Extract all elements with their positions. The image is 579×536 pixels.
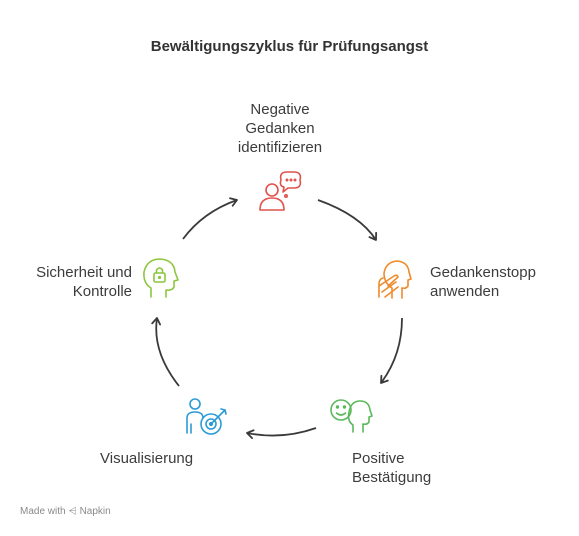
arrow-2-to-3 [380,317,403,384]
arrow-1-to-2 [317,199,378,241]
stop-hand-icon [378,260,412,299]
diagram-title: Bewältigungszyklus für Prüfungsangst [150,38,429,55]
step-label-5: Sicherheit und Kontrolle [36,264,132,300]
arrow-4-to-5 [151,317,180,387]
smiling-head-icon [330,399,373,433]
step-label-2: Gedankenstopp anwenden [430,264,536,300]
step-label-4: Visualisierung [100,450,194,467]
arrow-3-to-4 [246,427,317,439]
lock-head-icon [143,258,179,298]
target-person-icon [186,398,227,435]
thinking-person-icon [259,171,302,211]
step-label-1: Negative Gedanken identifizieren [237,101,323,156]
arrow-5-to-1 [182,197,238,240]
napkin-logo-icon: ⩤ [68,506,77,517]
made-with-footer: Made with ⩤ Napkin [20,506,111,517]
made-with-text: Made with [20,506,66,517]
step-label-3: Positive Bestätigung [352,450,432,486]
brand-name: Napkin [79,506,111,517]
